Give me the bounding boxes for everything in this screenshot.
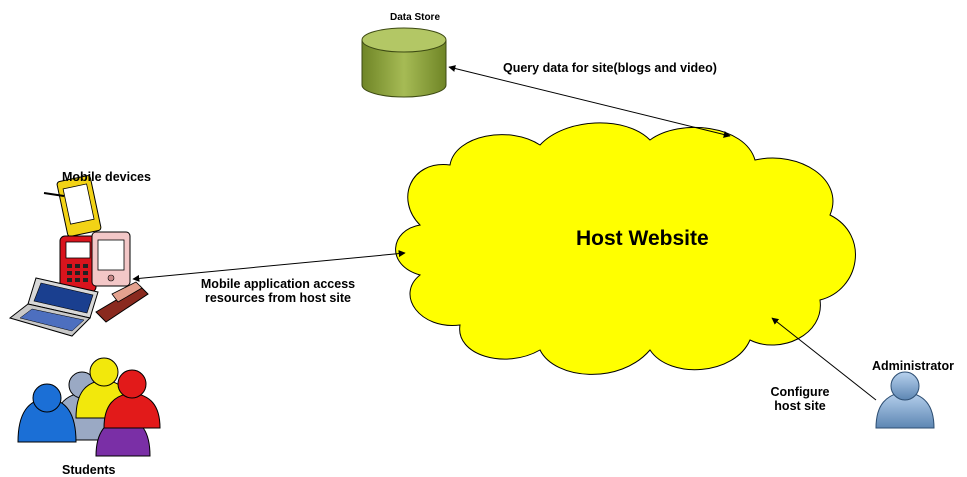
data-store-icon (361, 27, 447, 98)
query-edge-label: Query data for site(blogs and video) (503, 61, 717, 75)
data-store-label: Data Store (390, 12, 441, 23)
configure-label-line1: Configure (770, 385, 830, 399)
configure-connector (771, 317, 877, 401)
query-connector (448, 65, 731, 138)
configure-label-line2: host site (774, 399, 826, 414)
host-website-cloud (395, 122, 856, 375)
configure-edge-label: Configure host site (754, 385, 846, 414)
mobile-access-label-line2: resources from host site (205, 291, 351, 306)
students-label: Students (62, 463, 116, 477)
students-icon (17, 357, 161, 457)
mobile-devices-label: Mobile devices (62, 170, 151, 184)
host-website-label: Host Website (576, 227, 709, 250)
mobile-access-edge-label: Mobile application access resources from… (190, 277, 366, 306)
mobile-access-connector (132, 250, 406, 282)
administrator-icon (875, 371, 935, 429)
administrator-label: Administrator (872, 359, 954, 373)
mobile-devices-icon (8, 175, 149, 337)
mobile-access-label-line1: Mobile application access (200, 277, 356, 291)
